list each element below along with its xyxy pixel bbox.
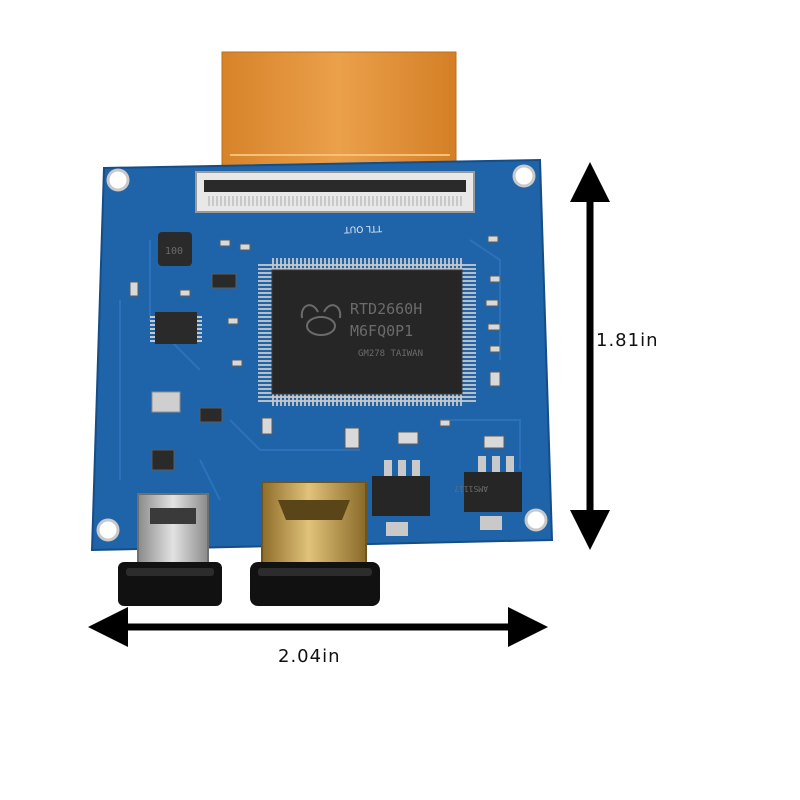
passive-components — [129, 235, 505, 471]
chip-logo-icon — [300, 304, 342, 336]
fpc-connector — [195, 171, 475, 213]
mounting-hole — [512, 164, 536, 188]
mounting-hole — [524, 508, 548, 532]
height-label: 1.81in — [596, 330, 659, 351]
regulator-label: AMS1117 — [454, 484, 488, 493]
voltage-regulator: AMS1117 — [454, 456, 522, 530]
small-ic — [150, 312, 202, 344]
inductor-label: 100 — [165, 246, 183, 257]
width-dimension-arrow — [88, 607, 548, 647]
connector-label: TTL OUT — [343, 223, 383, 234]
micro-usb-connector — [118, 493, 222, 606]
mounting-hole — [106, 168, 130, 192]
inductor: 100 — [158, 232, 192, 266]
flex-cable — [221, 51, 457, 171]
width-label: 2.04in — [278, 646, 341, 667]
chip-line-3: GM278 TAIWAN — [358, 349, 423, 359]
main-chip: RTD2660H M6FQ0P1 GM278 TAIWAN — [258, 258, 476, 406]
chip-line-1: RTD2660H — [350, 300, 422, 318]
mini-hdmi-connector — [250, 481, 380, 606]
crystal-oscillator — [151, 391, 181, 413]
chip-line-2: M6FQ0P1 — [350, 322, 413, 340]
voltage-regulator — [372, 460, 430, 536]
mounting-hole — [96, 518, 120, 542]
height-dimension-arrow — [570, 162, 610, 550]
pcb-board: TTL OUT RTD2660H M6FQ0P1 GM278 TAIWAN 10… — [90, 158, 554, 552]
